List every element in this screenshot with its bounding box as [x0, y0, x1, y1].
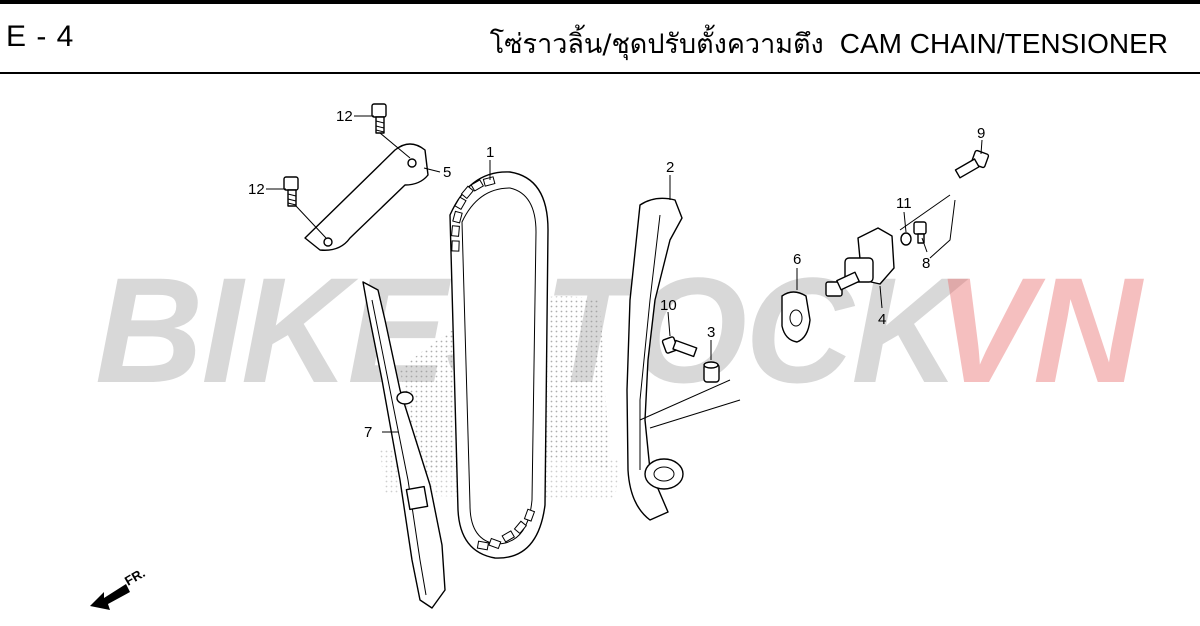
part-5-upper-guide-plate [295, 132, 429, 251]
part-8-bolt [913, 221, 927, 244]
callout-9: 9 [977, 125, 985, 142]
part-1-cam-chain [449, 171, 549, 559]
page-title-english: CAM CHAIN/TENSIONER [839, 28, 1168, 59]
callouts: 12 12 5 1 2 3 10 6 7 4 11 8 9 [248, 108, 985, 441]
part-11-washer [900, 232, 912, 246]
callout-7: 7 [364, 424, 372, 441]
page-header: E - 4 โซ่ราวลิ้น/ชุดปรับตั้งความตึง CAM C… [0, 4, 1200, 72]
callout-10: 10 [660, 297, 677, 314]
part-12-lower-bolt [283, 176, 299, 207]
part-6-gasket [781, 291, 811, 343]
callout-12-lower: 12 [248, 181, 265, 198]
part-9-bolt [954, 149, 990, 179]
page-title-thai: โซ่ราวลิ้น/ชุดปรับตั้งความตึง [489, 29, 824, 60]
callout-3: 3 [707, 324, 715, 341]
part-10-bolt [661, 336, 698, 358]
part-4-tensioner-lifter [825, 227, 895, 297]
parts-diagram: BIKESTOCK VN [90, 103, 1146, 610]
front-direction-marker: FR. [90, 565, 148, 610]
part-12-upper-bolt [371, 103, 387, 134]
watermark-accent-text: VN [935, 246, 1144, 414]
front-direction-arrow-icon [90, 584, 130, 610]
callout-5: 5 [443, 164, 451, 181]
watermark: BIKESTOCK VN [95, 246, 1146, 414]
leader-lines [266, 115, 983, 470]
page-title: โซ่ราวลิ้น/ชุดปรับตั้งความตึง CAM CHAIN/T… [490, 22, 1168, 65]
header-top-rule [0, 0, 1200, 4]
callout-11: 11 [896, 195, 912, 212]
callout-6: 6 [793, 251, 801, 268]
callout-1: 1 [486, 144, 494, 161]
callout-4: 4 [878, 311, 886, 328]
part-3-collar [703, 361, 720, 383]
page-code: E - 4 [6, 20, 75, 53]
part-7-chain-guide [362, 281, 446, 609]
header-bottom-rule [0, 72, 1200, 74]
callout-2: 2 [666, 159, 674, 176]
callout-8: 8 [922, 255, 930, 272]
callout-12-upper: 12 [336, 108, 353, 125]
